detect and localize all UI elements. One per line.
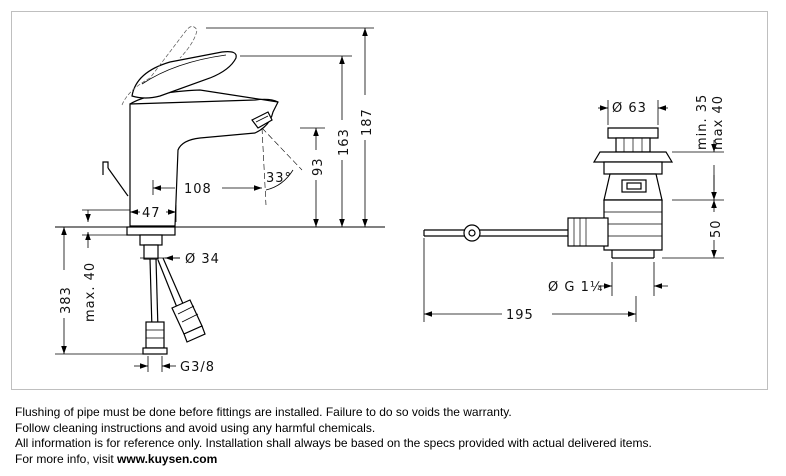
notes-block: Flushing of pipe must be done before fit…	[15, 405, 775, 467]
dim-383: 383	[59, 286, 74, 314]
dim-47: 47	[142, 206, 161, 221]
dim-93: 93	[311, 157, 326, 176]
note-more-info: For more info, visit www.kuysen.com	[15, 452, 775, 468]
dim-g38: G3/8	[180, 360, 215, 375]
dim-195: 195	[506, 308, 534, 323]
note-more-info-prefix: For more info, visit	[15, 451, 118, 466]
dim-max-40-waste: max 40	[711, 95, 726, 150]
dim-33-deg: 33°	[266, 171, 292, 186]
waste-dimension-lines	[423, 100, 724, 322]
note-reference: All information is for reference only. I…	[15, 436, 652, 450]
dim-diameter-34: Ø 34	[185, 252, 220, 267]
dim-50: 50	[709, 219, 724, 238]
dim-g-1-1-4: Ø G 1¼	[548, 280, 603, 295]
faucet-drawing	[55, 26, 385, 355]
website-link[interactable]: www.kuysen.com	[117, 451, 218, 466]
dim-187: 187	[360, 108, 375, 136]
dim-108: 108	[184, 182, 212, 197]
faucet-dimension-lines	[55, 27, 374, 372]
dim-min-35: min. 35	[695, 94, 710, 150]
dim-max-40-faucet: max. 40	[83, 262, 98, 322]
dim-diameter-63: Ø 63	[612, 101, 647, 116]
technical-drawing: 108 47 33° 93 163 187 Ø 34 383 max. 40 G…	[55, 26, 726, 375]
note-cleaning: Follow cleaning instructions and avoid u…	[15, 420, 376, 435]
note-flushing: Flushing of pipe must be done before fit…	[15, 405, 512, 419]
dim-163: 163	[337, 128, 352, 156]
drawing-frame	[11, 11, 768, 390]
waste-drawing	[423, 127, 674, 259]
